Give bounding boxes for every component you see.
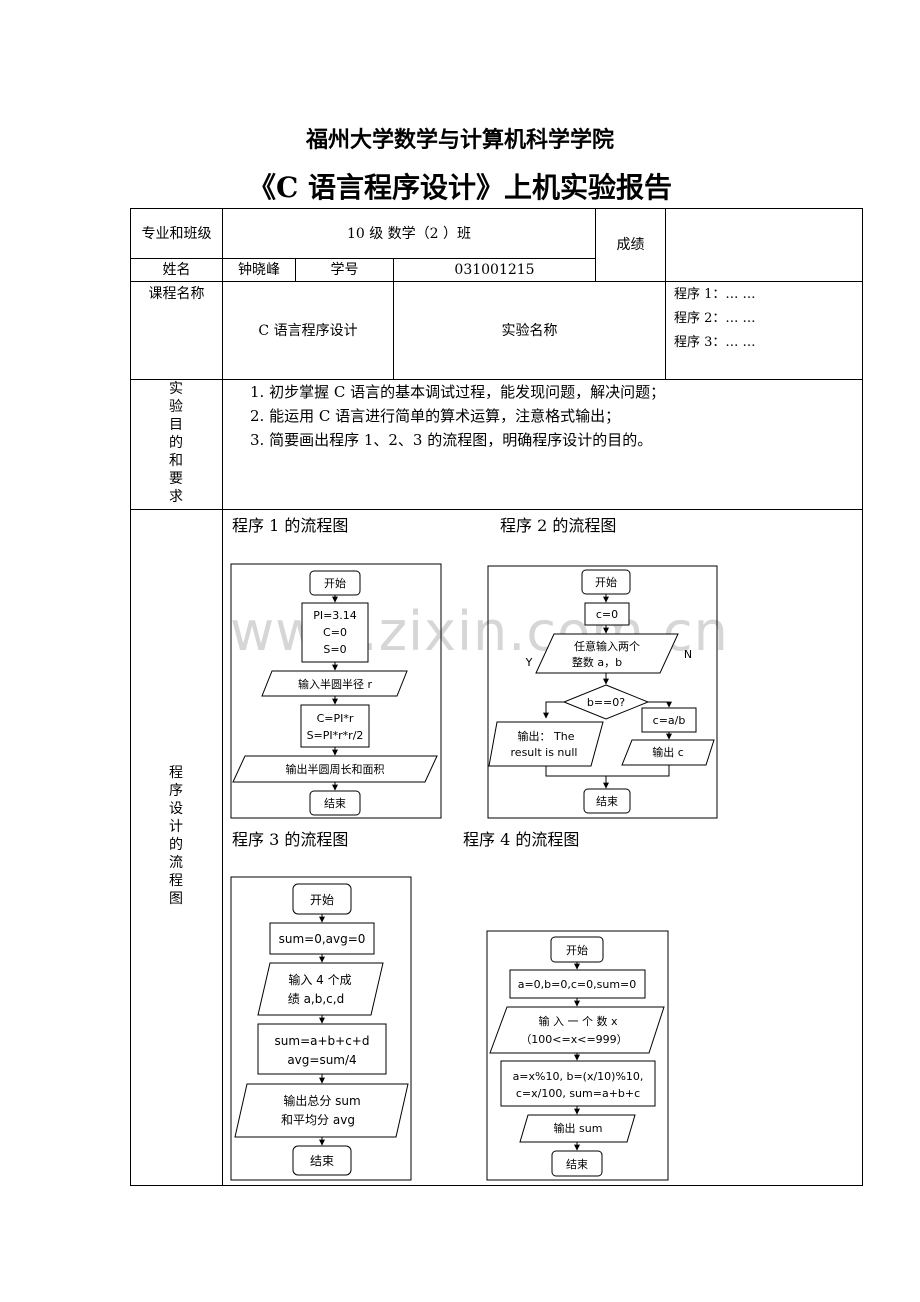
p3-input xyxy=(257,962,384,1016)
p1-input xyxy=(261,670,408,697)
p2-out-c xyxy=(621,739,715,766)
p2-caption: 程序 2 的流程图 xyxy=(500,516,617,535)
p4-calc xyxy=(500,1060,656,1107)
p1-caption: 程序 1 的流程图 xyxy=(232,516,349,535)
p4-output xyxy=(519,1114,636,1143)
name-value: 钟晓峰 xyxy=(238,262,280,278)
p1-init xyxy=(301,602,369,663)
p4-init xyxy=(509,969,646,999)
purpose-item: 3. 简要画出程序 1、2、3 的流程图，明确程序设计的目的。 xyxy=(250,431,653,449)
p1-end-text: 结束 xyxy=(324,797,346,810)
p2-input xyxy=(535,633,679,674)
purpose-item: 2. 能运用 C 语言进行简单的算术运算，注意格式输出； xyxy=(250,407,621,425)
p2-out-null-text: 输出： The xyxy=(518,729,575,743)
p4-caption: 程序 4 的流程图 xyxy=(463,830,580,849)
p2-cond-text: b==0? xyxy=(587,696,625,709)
course-label: 课程名称 xyxy=(148,286,205,302)
p2-frame xyxy=(487,565,718,819)
p2-calc-text: c=a/b xyxy=(653,714,686,727)
flowchart-label: 程序 设计 的流 程图 xyxy=(169,765,183,907)
p1-init-text: C=0 xyxy=(323,626,347,639)
p1-output xyxy=(232,755,438,783)
p4-init-text: a=0,b=0,c=0,sum=0 xyxy=(518,978,637,991)
p3-flowchart xyxy=(230,876,412,1181)
p3-calc-text: avg=sum/4 xyxy=(287,1053,356,1067)
p2-out-c-text: 输出 c xyxy=(652,745,684,759)
p2-out-null-text: result is null xyxy=(511,746,578,759)
p4-input-text: （100<=x<=999） xyxy=(520,1033,627,1046)
p4-start-text: 开始 xyxy=(566,943,588,957)
purpose-list: 1. 初步掌握 C 语言的基本调试过程，能发现问题，解决问题； 2. 能运用 C… xyxy=(250,380,665,452)
purpose-label: 实验 目的 和要 求 xyxy=(169,381,183,505)
p1-calc-text: C=PI*r xyxy=(317,712,354,725)
p2-no-label: N xyxy=(684,648,692,661)
p2-out-null xyxy=(488,721,604,767)
p3-input-text: 输入 4 个成 xyxy=(288,972,351,987)
p2-input-text: 整数 a，b xyxy=(572,655,622,669)
program-item: 程序 2：… … xyxy=(674,311,756,326)
p2-decision xyxy=(562,684,650,720)
purpose-item: 1. 初步掌握 C 语言的基本调试过程，能发现问题，解决问题； xyxy=(250,383,666,401)
major-class-value: 10 级 数学（2 ）班 xyxy=(346,225,472,242)
p4-input-text: 输 入 一 个 数 x xyxy=(539,1014,618,1028)
p3-caption: 程序 3 的流程图 xyxy=(232,830,349,849)
p2-end xyxy=(583,788,631,814)
p2-init xyxy=(584,602,630,626)
experiment-label: 实验名称 xyxy=(501,322,558,339)
p3-output xyxy=(234,1083,409,1138)
program-list: 程序 1：… … 程序 2：… … 程序 3：… … xyxy=(674,283,756,355)
p2-input-text: 任意输入两个 xyxy=(574,639,640,653)
p2-calc xyxy=(641,707,697,733)
p3-output-text: 输出总分 sum xyxy=(283,1093,360,1108)
p1-end xyxy=(309,790,361,816)
program-item: 程序 3：… … xyxy=(674,335,756,350)
p3-frame xyxy=(230,876,412,1181)
p2-end-text: 结束 xyxy=(596,795,618,808)
p3-init xyxy=(269,922,375,955)
p1-calc xyxy=(300,704,370,748)
p4-calc-text: a=x%10, b=(x/10)%10, xyxy=(513,1070,644,1083)
p1-init-text: S=0 xyxy=(323,643,346,656)
p1-init-text: PI=3.14 xyxy=(313,609,357,622)
p2-start-text: 开始 xyxy=(595,575,617,589)
p2-init-text: c=0 xyxy=(596,608,618,621)
p2-yes-label: Y xyxy=(525,656,533,669)
student-id-label: 学号 xyxy=(330,262,359,278)
p1-output-text: 输出半圆周长和面积 xyxy=(286,762,385,776)
p3-end xyxy=(292,1145,352,1176)
report-title: 《C 语言程序设计》上机实验报告 xyxy=(247,171,673,204)
p1-calc-text: S=PI*r*r/2 xyxy=(307,729,364,742)
name-label: 姓名 xyxy=(162,262,191,278)
grade-label: 成绩 xyxy=(616,237,645,253)
p4-output-text: 输出 sum xyxy=(554,1121,603,1135)
p1-flowchart xyxy=(230,563,442,819)
p3-init-text: sum=0,avg=0 xyxy=(279,932,366,946)
institution-title: 福州大学数学与计算机科学学院 xyxy=(305,127,614,153)
program-item: 程序 1：… … xyxy=(674,287,756,302)
p3-input-text: 绩 a,b,c,d xyxy=(288,992,344,1006)
p1-frame xyxy=(230,563,442,819)
p4-input xyxy=(489,1006,665,1054)
p2-flowchart xyxy=(487,565,718,819)
p4-end-text: 结束 xyxy=(566,1158,588,1171)
p3-calc-text: sum=a+b+c+d xyxy=(275,1034,370,1048)
course-value: C 语言程序设计 xyxy=(258,322,358,339)
p1-start-text: 开始 xyxy=(324,576,346,590)
p4-calc-text: c=x/100, sum=a+b+c xyxy=(516,1087,640,1100)
p3-output-text: 和平均分 avg xyxy=(281,1113,355,1127)
student-id-value: 031001215 xyxy=(454,262,535,278)
p3-end-text: 结束 xyxy=(310,1154,334,1168)
p3-start-text: 开始 xyxy=(310,893,334,907)
p4-end xyxy=(551,1150,603,1177)
p4-flowchart xyxy=(486,930,669,1181)
p1-input-text: 输入半圆半径 r xyxy=(298,677,372,691)
p4-frame xyxy=(486,930,669,1181)
major-class-label: 专业和班级 xyxy=(141,225,212,242)
